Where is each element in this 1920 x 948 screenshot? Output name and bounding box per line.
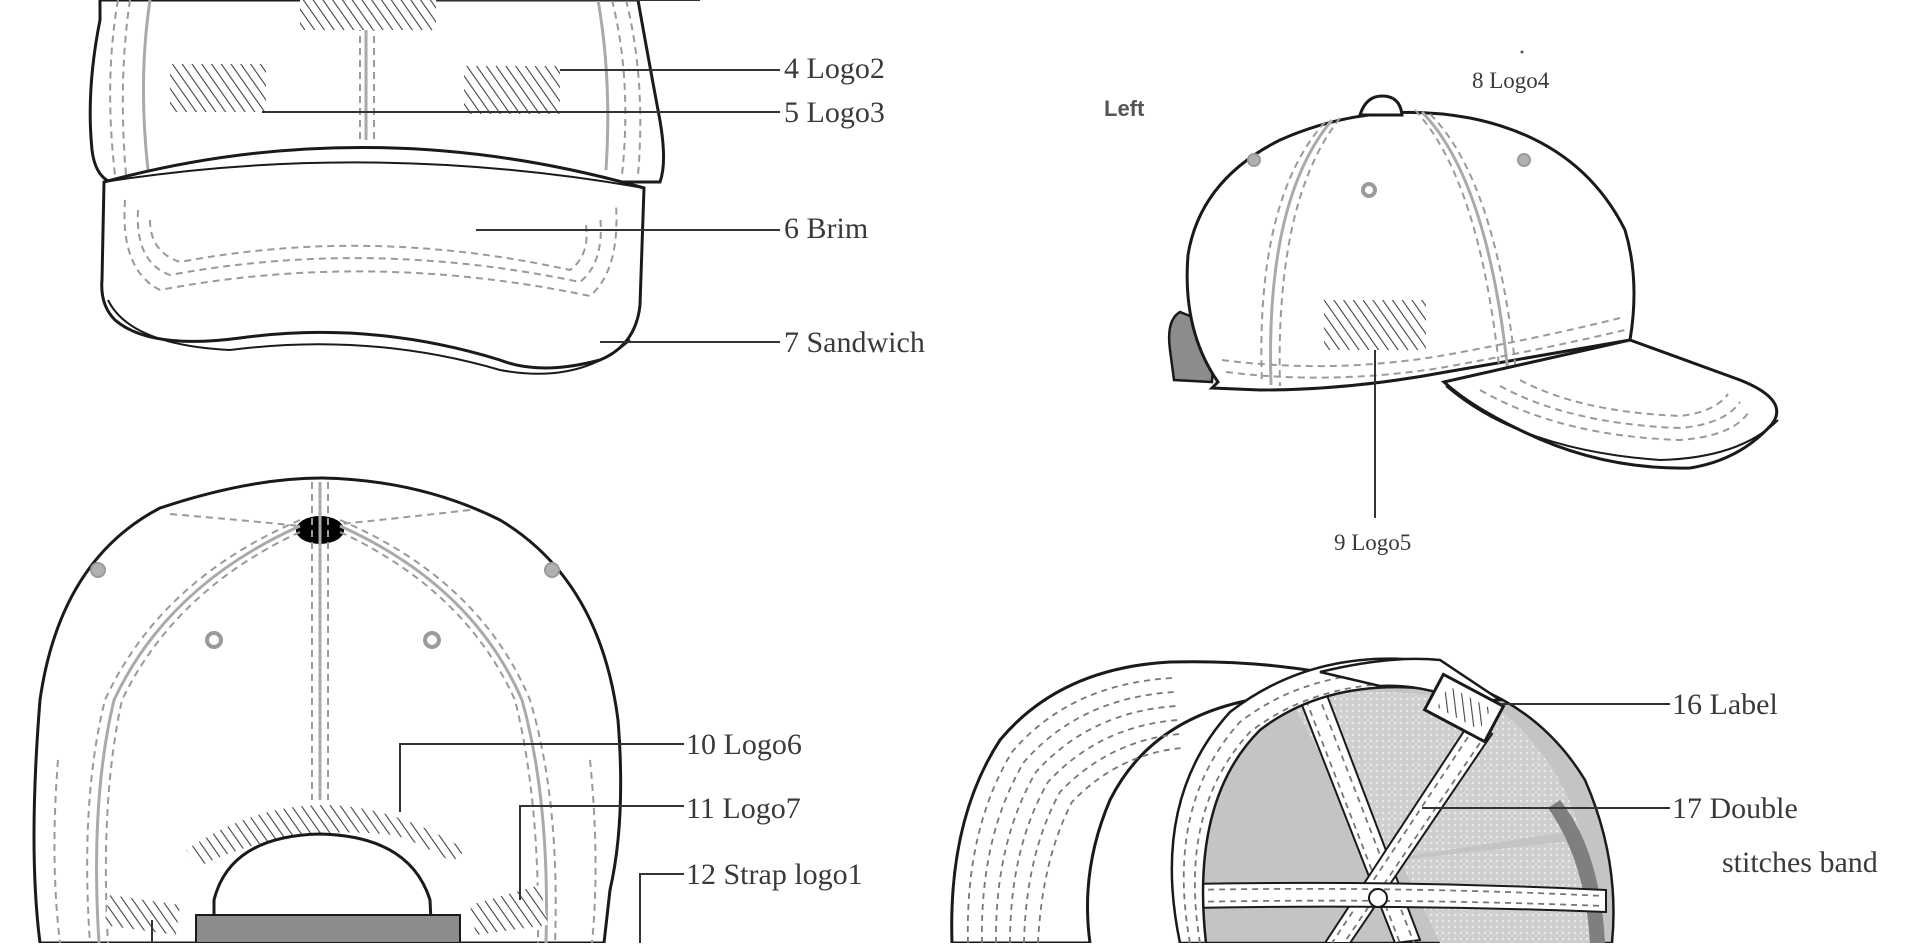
logo1-area [300, 0, 436, 30]
left-view: Left 8 Logo4 9 Logo5 [1104, 50, 1779, 555]
front-view: 4 Logo2 5 Logo3 6 Brim 7 Sandwich [88, 0, 925, 375]
view-label-left: Left [1104, 96, 1145, 121]
logo3-area [464, 66, 560, 114]
label-logo3: 5 Logo3 [784, 96, 885, 129]
inside-brim [950, 660, 1326, 945]
logo7-area [470, 885, 548, 935]
logo4-marker [1520, 50, 1524, 54]
top-button [1357, 94, 1404, 117]
label-logo7: 11 Logo7 [686, 792, 801, 825]
label-brim: 6 Brim [784, 212, 868, 245]
back-view: 10 Logo6 11 Logo7 12 Strap logo1 [32, 476, 863, 945]
logo5-area [1324, 300, 1426, 350]
label-double-stitches-1: 17 Double [1672, 792, 1798, 825]
left-brim [1440, 338, 1779, 470]
label-strap-logo1: 12 Strap logo1 [686, 858, 863, 891]
label-logo4: 8 Logo4 [1472, 68, 1550, 93]
back-strap [195, 914, 461, 944]
label-double-stitches-2: stitches band [1722, 846, 1878, 879]
label-logo2: 4 Logo2 [784, 52, 885, 85]
logo2-area [170, 64, 266, 112]
label-label: 16 Label [1672, 688, 1778, 721]
label-tag [1422, 672, 1506, 744]
left-crown [1185, 110, 1636, 392]
label-logo5: 9 Logo5 [1334, 530, 1411, 555]
label-sandwich: 7 Sandwich [784, 326, 925, 359]
logo7b-area [104, 895, 180, 935]
inside-view: 16 Label 17 Double stitches band [950, 657, 1878, 945]
label-logo6: 10 Logo6 [686, 728, 802, 761]
